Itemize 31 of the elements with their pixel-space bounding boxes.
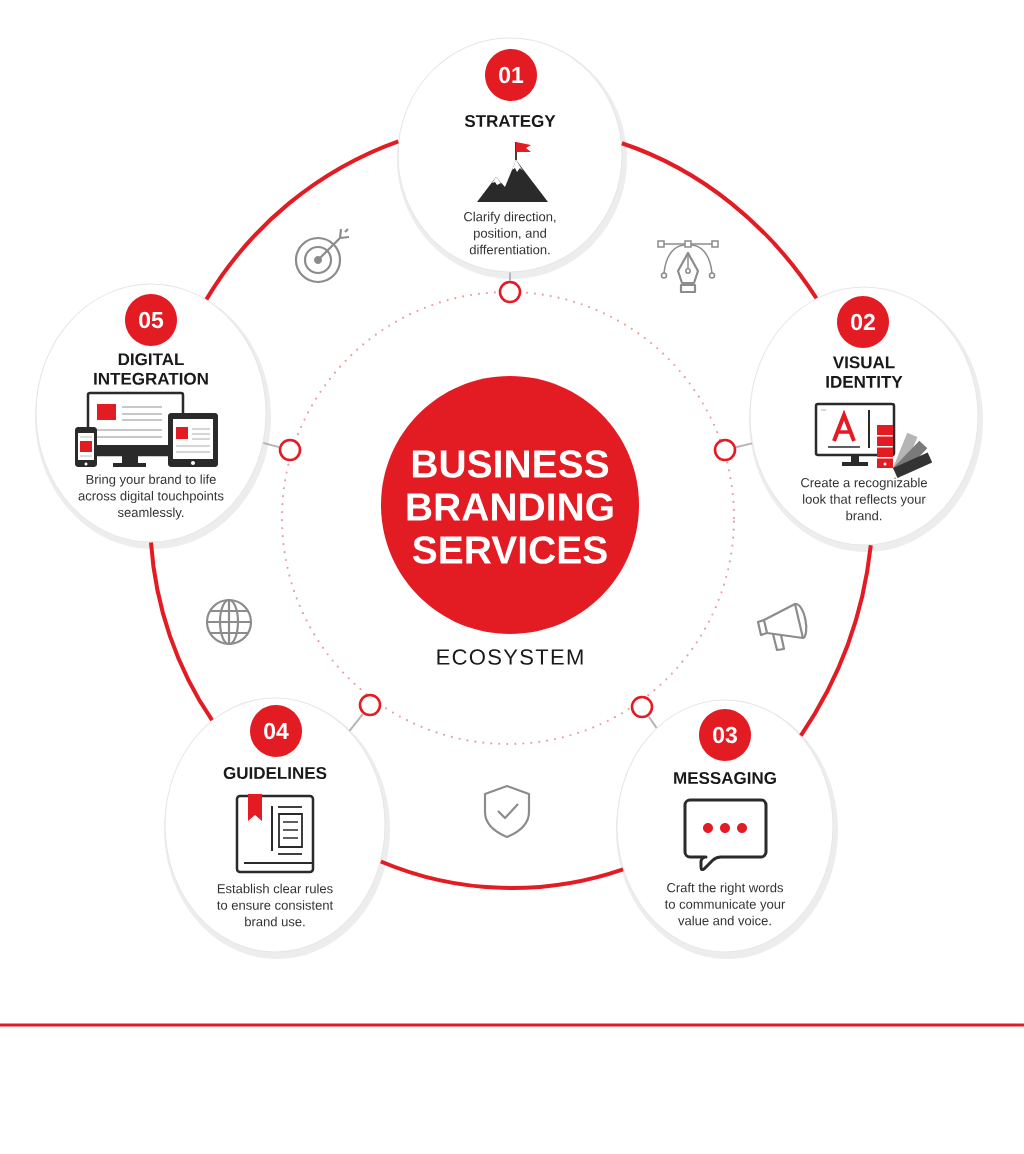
ring-arc bbox=[380, 859, 624, 890]
ring-marker bbox=[713, 438, 737, 462]
ring-marker bbox=[358, 693, 382, 717]
ring-marker bbox=[278, 438, 302, 462]
connector-line bbox=[509, 271, 511, 282]
ring-marker bbox=[498, 280, 522, 304]
ring-arc bbox=[149, 542, 214, 722]
ring-arc bbox=[799, 545, 873, 737]
service-description: Craft the right words to communicate your value and voice. bbox=[664, 882, 786, 926]
service-title: VISUAL IDENTITY bbox=[826, 356, 903, 388]
connector-line bbox=[647, 715, 658, 729]
number-badge: 05 bbox=[125, 294, 177, 346]
subtitle-text: ECOSYSTEM bbox=[437, 649, 583, 665]
service-title: STRATEGY bbox=[464, 115, 556, 128]
ring-arc bbox=[621, 141, 819, 300]
connector-line bbox=[734, 442, 754, 449]
number-badge: 01 bbox=[485, 49, 537, 101]
service-description: Establish clear rules to ensure consistent brand use. bbox=[217, 883, 334, 927]
ring-arc bbox=[204, 139, 399, 301]
service-description: Create a recognizable look that reflects your brand. bbox=[801, 477, 927, 521]
service-title: GUIDELINES bbox=[223, 767, 327, 780]
number-badge: 04 bbox=[250, 705, 302, 757]
number-badge: 02 bbox=[837, 296, 889, 348]
connector-line bbox=[262, 441, 281, 449]
service-description: Clarify direction, position, and differentiation. bbox=[464, 211, 556, 255]
ring-marker bbox=[630, 695, 654, 719]
service-title: DIGITAL INTEGRATION bbox=[94, 353, 208, 385]
connector-line bbox=[348, 712, 364, 732]
number-badge: 03 bbox=[699, 709, 751, 761]
service-title: MESSAGING bbox=[674, 772, 776, 785]
service-description: Bring your brand to life across digital touchpoints seamlessly. bbox=[78, 474, 224, 520]
